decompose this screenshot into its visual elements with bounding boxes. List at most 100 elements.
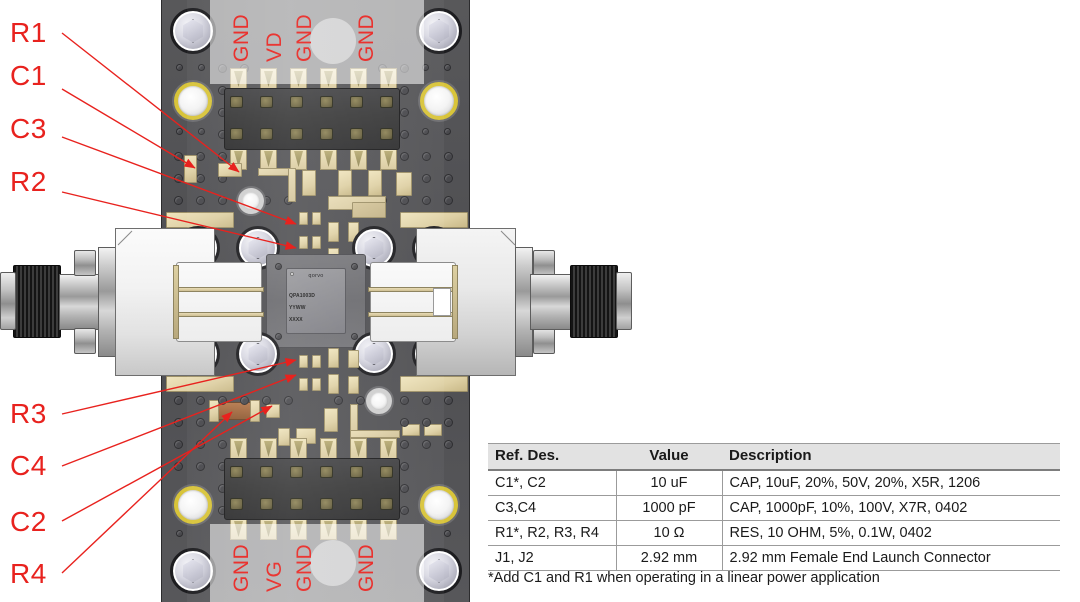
callout-label-r4: R4 <box>10 558 47 589</box>
table-header-row: Ref. Des. Value Description <box>488 442 1060 471</box>
launch-center-window <box>433 288 451 316</box>
smd-pad <box>312 378 321 391</box>
bom-footnote: *Add C1 and R1 when operating in a linea… <box>488 570 880 586</box>
connector-knurled-grip <box>570 265 618 338</box>
smd-pad <box>328 374 339 394</box>
label-backdrop <box>310 540 356 586</box>
smd-pad <box>312 355 321 368</box>
header-pad <box>320 148 337 170</box>
callout-label-c1: C1 <box>10 60 47 91</box>
callout-label-c4: C4 <box>10 450 47 481</box>
label-backdrop <box>210 524 424 602</box>
smd-pad <box>328 348 339 368</box>
plated-hole <box>420 82 458 120</box>
smd-pad <box>396 172 412 196</box>
bill-of-materials-table: Ref. Des. Value Description C1*, C2 10 u… <box>488 442 1060 572</box>
smd-pad-r2 <box>299 236 308 249</box>
smd-pad-c3 <box>299 212 308 225</box>
pin-label-vg: VG <box>263 560 286 592</box>
connector-nut <box>74 250 96 276</box>
connector-barrel <box>59 274 101 330</box>
plated-hole <box>366 388 392 414</box>
pin-label-gnd-1: GND <box>230 13 253 62</box>
cell-description: CAP, 1000pF, 10%, 100V, X7R, 0402 <box>721 494 1060 522</box>
smd-component <box>352 202 386 218</box>
edge-pad-strip <box>166 376 234 392</box>
header-pad <box>260 148 277 170</box>
cell-value: 1000 pF <box>615 494 723 522</box>
table-row: C1*, C2 10 uF CAP, 10uF, 20%, 50V, 20%, … <box>488 469 1060 496</box>
block-bevel <box>500 230 516 246</box>
plated-hole <box>238 188 264 214</box>
smd-pad <box>402 424 420 436</box>
connector-nut <box>74 328 96 354</box>
connector-shoulder <box>98 247 116 357</box>
cell-value: 10 Ω <box>615 519 723 547</box>
header-pad <box>380 148 397 170</box>
qorvo-amplifier-chip: qorvo QPA1003D YYWW XXXX <box>286 268 346 334</box>
connector-nut <box>533 250 555 276</box>
chip-date-code: YYWW <box>289 305 306 311</box>
cell-value: 2.92 mm <box>615 545 723 572</box>
callout-label-c2: C2 <box>10 506 47 537</box>
smd-pad <box>278 428 290 446</box>
smd-pad <box>302 170 316 196</box>
launch-fixture-slot <box>176 262 262 342</box>
pin-label-vd: VD <box>263 31 286 62</box>
smd-pad <box>348 350 359 368</box>
callout-label-r1: R1 <box>10 17 47 48</box>
pin-label-gnd-4: GND <box>230 543 253 592</box>
table-row: R1*, R2, R3, R4 10 Ω RES, 10 OHM, 5%, 0.… <box>488 519 1060 547</box>
header-pad <box>230 438 247 460</box>
smd-pad <box>324 408 338 432</box>
connector-tip <box>616 272 632 330</box>
header-pad <box>350 148 367 170</box>
smd-pad-r1 <box>218 163 242 177</box>
smd-pad <box>209 400 219 422</box>
header-pad <box>380 438 397 460</box>
cell-ref-des: C3,C4 <box>488 494 617 522</box>
smd-pad <box>328 222 339 242</box>
connector-nut <box>533 328 555 354</box>
label-backdrop <box>310 18 356 64</box>
column-header-value: Value <box>616 442 722 471</box>
smd-pad <box>368 170 382 196</box>
smd-pad <box>312 212 321 225</box>
launch-pin-row <box>452 265 458 339</box>
pin-label-gnd-3: GND <box>355 13 378 62</box>
table-row: J1, J2 2.92 mm 2.92 mm Female End Launch… <box>488 545 1060 572</box>
connector-tip <box>0 272 16 330</box>
pin-label-gnd-2: GND <box>293 13 316 62</box>
plated-hole <box>420 486 458 524</box>
chip-part-number: QPA1003D <box>289 293 315 299</box>
connector-knurled-grip <box>13 265 61 338</box>
smd-pad <box>250 400 260 422</box>
header-pad <box>320 438 337 460</box>
smd-pad-c2 <box>299 378 308 391</box>
smd-pad-c4 <box>299 355 308 368</box>
cell-ref-des: R1*, R2, R3, R4 <box>488 519 617 547</box>
cell-description: CAP, 10uF, 20%, 50V, 20%, X5R, 1206 <box>721 469 1060 496</box>
header-pad <box>290 438 307 460</box>
header-connector-top <box>224 88 400 150</box>
edge-pad-strip <box>400 376 468 392</box>
header-pad <box>290 148 307 170</box>
connector-barrel <box>530 274 572 330</box>
cell-description: RES, 10 OHM, 5%, 0.1W, 0402 <box>721 519 1060 547</box>
cell-ref-des: J1, J2 <box>488 545 617 572</box>
header-pad <box>350 438 367 460</box>
plated-hole <box>174 82 212 120</box>
header-pad <box>260 438 277 460</box>
pin1-dot <box>290 272 294 276</box>
cell-value: 10 uF <box>615 469 723 496</box>
header-connector-bottom <box>224 458 400 520</box>
smd-pad <box>424 424 442 436</box>
pcb-trace <box>350 430 400 438</box>
callout-label-r2: R2 <box>10 166 47 197</box>
callout-label-r3: R3 <box>10 398 47 429</box>
launch-pin-row <box>173 265 179 339</box>
smd-pad <box>312 236 321 249</box>
pin-label-gnd-6: GND <box>355 543 378 592</box>
label-backdrop <box>210 0 424 84</box>
